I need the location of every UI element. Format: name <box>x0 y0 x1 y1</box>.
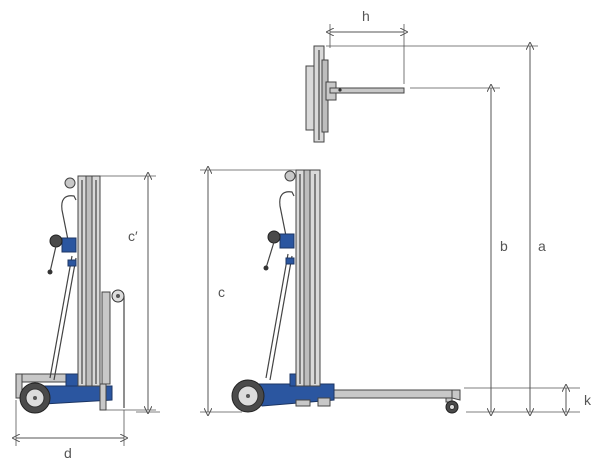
dimension-c: c <box>200 170 296 412</box>
dimension-d: d <box>16 400 124 461</box>
label-a: a <box>538 238 546 254</box>
label-b: b <box>500 238 508 254</box>
label-d: d <box>64 445 72 461</box>
label-h: h <box>362 8 370 24</box>
dimension-h: h <box>330 8 404 84</box>
dimension-a: a <box>326 46 546 412</box>
label-c: c <box>218 284 225 300</box>
operating-lift-drawing <box>231 45 461 414</box>
dimension-c-prime: c′ <box>100 176 156 410</box>
label-c-prime: c′ <box>128 228 138 244</box>
dimension-b: b <box>410 88 508 412</box>
dimension-k: k <box>136 388 592 412</box>
folded-lift-drawing <box>15 175 125 414</box>
label-k: k <box>584 392 592 408</box>
